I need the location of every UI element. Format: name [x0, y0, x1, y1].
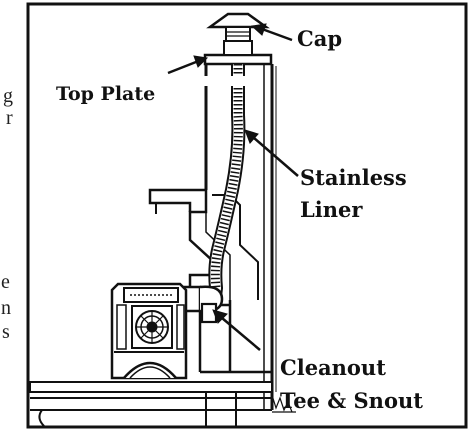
- edge-fragment: s: [2, 321, 10, 343]
- leader-arrows: [167, 23, 299, 351]
- cleanout-label-line1: Cleanout: [280, 355, 386, 380]
- cap-arrow: [250, 23, 293, 42]
- stainless-liner-label-line1: Stainless: [300, 165, 407, 190]
- stainless-liner: [207, 64, 246, 319]
- top-plate-arrow: [167, 55, 209, 75]
- edge-fragment: g: [3, 85, 13, 107]
- cleanout-arrow: [212, 309, 261, 351]
- stainless-liner-label-line2: Liner: [300, 197, 363, 222]
- cap-label: Cap: [297, 26, 342, 51]
- edge-fragment: e: [1, 271, 10, 293]
- hearth: [29, 381, 273, 393]
- edge-fragment: r: [6, 107, 13, 129]
- top-plate-label: Top Plate: [56, 83, 155, 105]
- stainless-liner-arrow: [244, 129, 299, 177]
- edge-fragment: n: [1, 297, 11, 319]
- figure-border: [26, 2, 468, 429]
- left-edge-text-fragments: g r e n s: [1, 85, 13, 343]
- chimney-cap: [206, 12, 270, 56]
- cleanout-label-line2: Tee & Snout: [280, 388, 423, 413]
- top-plate: [203, 53, 273, 66]
- stove: [110, 282, 188, 380]
- cleanout-tee: [180, 285, 224, 324]
